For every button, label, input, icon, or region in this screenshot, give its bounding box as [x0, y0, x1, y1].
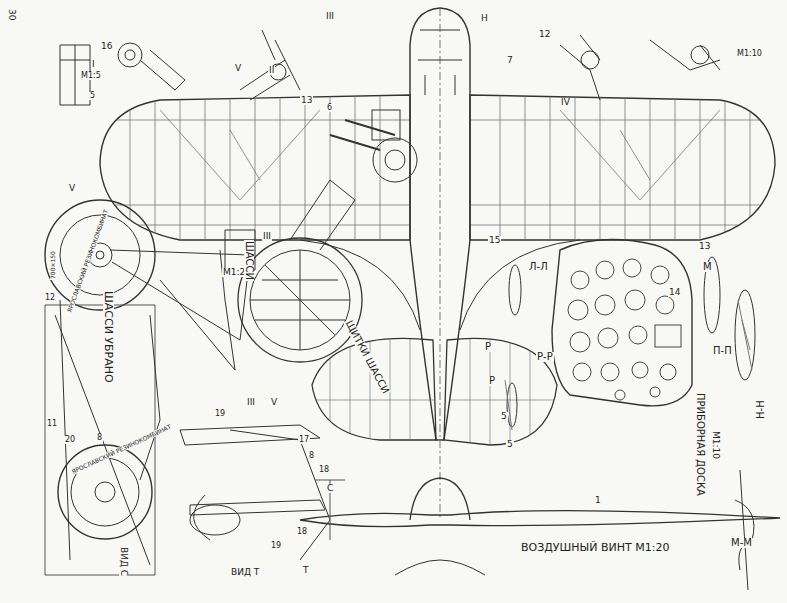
- part-label: Н-Н: [756, 399, 766, 420]
- part-label: 12: [538, 30, 551, 39]
- part-label: 17: [298, 436, 310, 444]
- part-label: ВОЗДУШНЫЙ ВИНТ М1:20: [520, 542, 670, 553]
- part-label: III: [325, 12, 335, 21]
- part-label: V: [234, 64, 242, 73]
- part-label: М-М: [730, 538, 753, 548]
- part-label: II: [268, 66, 275, 75]
- part-label: М: [702, 262, 713, 272]
- part-label: 18: [296, 528, 308, 536]
- part-label: IV: [560, 98, 571, 107]
- part-label: III: [246, 398, 256, 407]
- part-label: 8: [308, 452, 315, 460]
- part-label: 1: [594, 496, 602, 505]
- part-label: 30: [7, 8, 16, 21]
- part-label: Л-Л: [528, 262, 549, 272]
- part-label: 5: [89, 92, 96, 100]
- part-label: 11: [46, 420, 58, 428]
- part-label: П-П: [712, 346, 733, 356]
- part-label: 19: [270, 542, 282, 550]
- part-label: V: [68, 184, 76, 193]
- part-label: Т: [302, 566, 310, 575]
- part-label: Р-Р: [536, 352, 554, 362]
- part-label: 13: [698, 242, 711, 251]
- part-label: М1:10: [711, 430, 720, 460]
- part-label: 8: [96, 434, 103, 442]
- part-label: 5: [506, 440, 514, 449]
- part-label: 20: [64, 436, 76, 444]
- part-label: ЩИТКИ ШАССИ: [343, 318, 391, 396]
- part-label: V: [270, 398, 278, 407]
- part-label: Р: [488, 376, 496, 386]
- part-label: 16: [100, 42, 113, 51]
- part-label: ВИД С: [119, 546, 128, 577]
- part-label: ШАССИ УБРАНО: [103, 290, 114, 384]
- part-label: 13: [300, 96, 313, 105]
- part-label: ПРИБОРНАЯ ДОСКА: [695, 392, 705, 497]
- part-label: 18: [318, 466, 330, 474]
- part-label: ШАССИ: [244, 240, 254, 281]
- part-label: ВИД Т: [230, 568, 260, 577]
- part-label: 700×150: [50, 250, 56, 280]
- part-label: I: [91, 60, 96, 69]
- part-label: Н: [480, 14, 489, 23]
- part-label: М1:10: [736, 50, 763, 58]
- part-label: 5: [500, 412, 508, 421]
- part-label: 15: [488, 236, 501, 245]
- part-label: 6: [326, 104, 333, 112]
- part-label: 19: [214, 410, 226, 418]
- part-label: 7: [506, 56, 514, 65]
- part-label: Р: [484, 342, 492, 352]
- part-label: 12: [44, 294, 56, 302]
- part-label: 14: [668, 288, 681, 297]
- part-label: М1:5: [80, 72, 102, 80]
- part-label: III: [262, 232, 272, 241]
- part-label: С: [326, 484, 334, 493]
